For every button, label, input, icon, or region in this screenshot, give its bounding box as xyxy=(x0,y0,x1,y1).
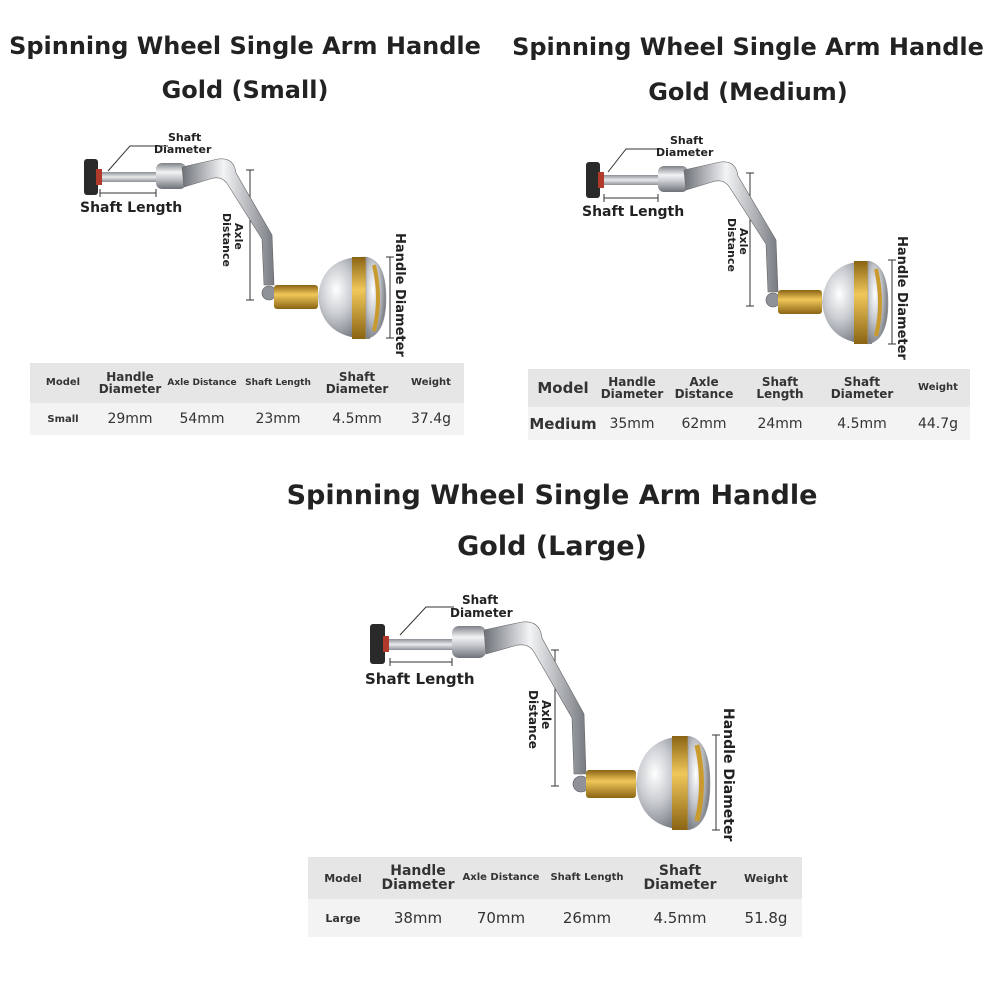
label-shaft-diameter-2: Diameter xyxy=(656,146,714,159)
handle-diagram: Shaft Diameter Shaft Length Axle Distanc… xyxy=(582,134,909,360)
arm-icon xyxy=(483,621,590,793)
value-shaft-length: 26mm xyxy=(544,899,630,937)
shaft-collar xyxy=(156,163,186,189)
header-shaft-length: Shaft Length xyxy=(742,369,818,407)
gold-stem xyxy=(778,290,822,314)
panel-title-line2: Gold (Medium) xyxy=(648,78,848,106)
shaft-collar xyxy=(658,166,688,192)
shaft-rod xyxy=(102,172,158,182)
value-axle-distance: 62mm xyxy=(666,407,742,440)
value-handle-diameter: 38mm xyxy=(378,899,458,937)
label-shaft-diameter-1: Shaft xyxy=(462,593,499,607)
header-weight: Weight xyxy=(398,363,464,403)
label-handle-diameter: Handle Diameter xyxy=(720,708,736,841)
shaft-collar xyxy=(452,626,486,658)
handle-diagram: Shaft Diameter Shaft Length Axle Distanc… xyxy=(365,593,736,841)
label-shaft-diameter-1: Shaft xyxy=(670,134,703,147)
label-shaft-diameter-1: Shaft xyxy=(168,131,201,144)
value-model: Medium xyxy=(528,407,598,440)
value-shaft-length: 23mm xyxy=(240,403,316,435)
header-shaft-length: Shaft Length xyxy=(544,857,630,899)
arm-icon xyxy=(181,158,277,301)
spec-table: Model Handle Diameter Axle Distance Shaf… xyxy=(308,857,802,937)
header-handle-diameter: Handle Diameter xyxy=(378,857,458,899)
header-axle-distance: Axle Distance xyxy=(164,363,240,403)
arm-icon xyxy=(683,161,781,308)
label-axle-2: Distance xyxy=(526,690,540,749)
label-shaft-length: Shaft Length xyxy=(365,670,475,688)
value-weight: 51.8g xyxy=(730,899,802,937)
header-model: Model xyxy=(308,857,378,899)
value-weight: 44.7g xyxy=(906,407,970,440)
label-axle-1: Axle xyxy=(232,223,245,250)
value-axle-distance: 70mm xyxy=(458,899,544,937)
header-model: Model xyxy=(528,369,598,407)
header-weight: Weight xyxy=(906,369,970,407)
label-axle-1: Axle xyxy=(737,228,750,255)
label-axle-1: Axle xyxy=(539,700,553,729)
label-handle-diameter: Handle Diameter xyxy=(392,233,407,357)
header-axle-distance: Axle Distance xyxy=(666,369,742,407)
gold-stem xyxy=(274,285,318,309)
label-shaft-diameter-2: Diameter xyxy=(154,143,212,156)
shaft-rod xyxy=(604,175,660,185)
panel-title-line2: Gold (Small) xyxy=(161,76,329,104)
handle-ball-icon xyxy=(318,256,387,340)
shaft-rod xyxy=(389,639,455,650)
value-shaft-diameter: 4.5mm xyxy=(630,899,730,937)
header-shaft-diameter: Shaft Diameter xyxy=(818,369,906,407)
knob-icon xyxy=(370,624,389,664)
panel-title-line2: Gold (Large) xyxy=(457,531,647,562)
handle-diagram: Shaft Diameter Shaft Length Axle Distanc… xyxy=(80,131,407,357)
knob-icon xyxy=(586,162,604,198)
panel-medium: Spinning Wheel Single Arm Handle Gold (M… xyxy=(500,0,1000,460)
spec-table: Model Handle Diameter Axle Distance Shaf… xyxy=(30,363,464,435)
handle-ball-icon xyxy=(636,735,711,831)
label-axle-2: Distance xyxy=(220,213,233,267)
header-handle-diameter: Handle Diameter xyxy=(598,369,666,407)
value-weight: 37.4g xyxy=(398,403,464,435)
spec-table: Model Handle Diameter Axle Distance Shaf… xyxy=(528,369,970,440)
dimension-lines xyxy=(99,145,394,339)
header-shaft-diameter: Shaft Diameter xyxy=(630,857,730,899)
value-handle-diameter: 29mm xyxy=(96,403,164,435)
label-axle-2: Distance xyxy=(725,218,738,272)
label-handle-diameter: Handle Diameter xyxy=(894,236,909,360)
knob-icon xyxy=(84,159,102,195)
panel-title-line1: Spinning Wheel Single Arm Handle xyxy=(9,32,481,60)
header-axle-distance: Axle Distance xyxy=(458,857,544,899)
value-handle-diameter: 35mm xyxy=(598,407,666,440)
header-shaft-length: Shaft Length xyxy=(240,363,316,403)
value-shaft-diameter: 4.5mm xyxy=(818,407,906,440)
value-model: Large xyxy=(308,899,378,937)
value-model: Small xyxy=(30,403,96,435)
panel-title-line1: Spinning Wheel Single Arm Handle xyxy=(512,33,984,61)
label-shaft-length: Shaft Length xyxy=(80,200,182,216)
handle-ball-icon xyxy=(822,260,889,345)
gold-stem xyxy=(586,770,636,798)
panel-large: Spinning Wheel Single Arm Handle Gold (L… xyxy=(0,460,1000,1000)
label-shaft-length: Shaft Length xyxy=(582,204,684,220)
value-axle-distance: 54mm xyxy=(164,403,240,435)
dimension-lines xyxy=(389,606,720,831)
header-weight: Weight xyxy=(730,857,802,899)
panel-title-line1: Spinning Wheel Single Arm Handle xyxy=(286,480,818,511)
panel-small: Spinning Wheel Single Arm Handle Gold (S… xyxy=(0,0,500,460)
label-shaft-diameter-2: Diameter xyxy=(450,606,513,620)
header-model: Model xyxy=(30,363,96,403)
header-shaft-diameter: Shaft Diameter xyxy=(316,363,398,403)
dimension-lines xyxy=(603,148,896,345)
header-handle-diameter: Handle Diameter xyxy=(96,363,164,403)
value-shaft-diameter: 4.5mm xyxy=(316,403,398,435)
value-shaft-length: 24mm xyxy=(742,407,818,440)
